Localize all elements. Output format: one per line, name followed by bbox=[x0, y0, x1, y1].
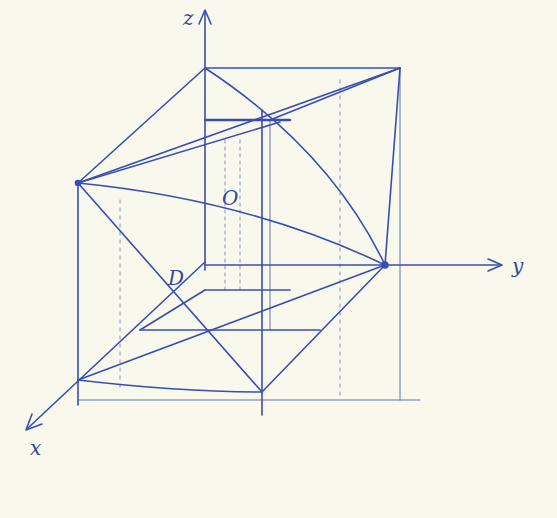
point-label: O bbox=[222, 188, 238, 208]
hatch-line bbox=[340, 80, 341, 400]
cube-edge bbox=[78, 380, 262, 392]
cube-edge bbox=[400, 68, 401, 400]
y-arrow bbox=[488, 259, 502, 271]
hatch-line bbox=[120, 200, 121, 390]
region-edge bbox=[140, 290, 205, 330]
cube-edge bbox=[205, 67, 400, 69]
vertex-dot bbox=[76, 181, 81, 186]
cube-edge bbox=[205, 119, 290, 121]
hatch-line bbox=[225, 140, 226, 290]
region-edge bbox=[140, 329, 320, 331]
cube-edge bbox=[78, 265, 385, 380]
cube-edge bbox=[385, 68, 400, 265]
axis-label: y bbox=[512, 256, 523, 276]
cube-edge bbox=[205, 68, 385, 265]
cube-edge bbox=[78, 183, 262, 392]
cube-edge bbox=[262, 265, 385, 392]
x-axis bbox=[28, 262, 205, 428]
cube-edge bbox=[78, 122, 280, 183]
y-axis bbox=[205, 264, 500, 266]
cube-edge bbox=[270, 68, 400, 120]
cube-edge bbox=[78, 183, 385, 265]
cube-edge bbox=[78, 68, 400, 183]
cube-edge bbox=[78, 68, 205, 183]
region-label: D bbox=[168, 268, 184, 288]
axis-label: z bbox=[183, 8, 194, 28]
region-edge bbox=[205, 289, 290, 291]
z-axis bbox=[204, 12, 206, 270]
vertex-dot bbox=[382, 262, 388, 268]
hatch-line bbox=[240, 140, 241, 290]
cube-edge bbox=[77, 183, 79, 405]
cube-edge bbox=[270, 120, 271, 330]
cube-edge bbox=[261, 110, 263, 415]
axis-label: x bbox=[30, 438, 41, 458]
z-arrow bbox=[199, 10, 211, 24]
x-arrow bbox=[26, 414, 42, 430]
cube-edge bbox=[78, 400, 420, 401]
